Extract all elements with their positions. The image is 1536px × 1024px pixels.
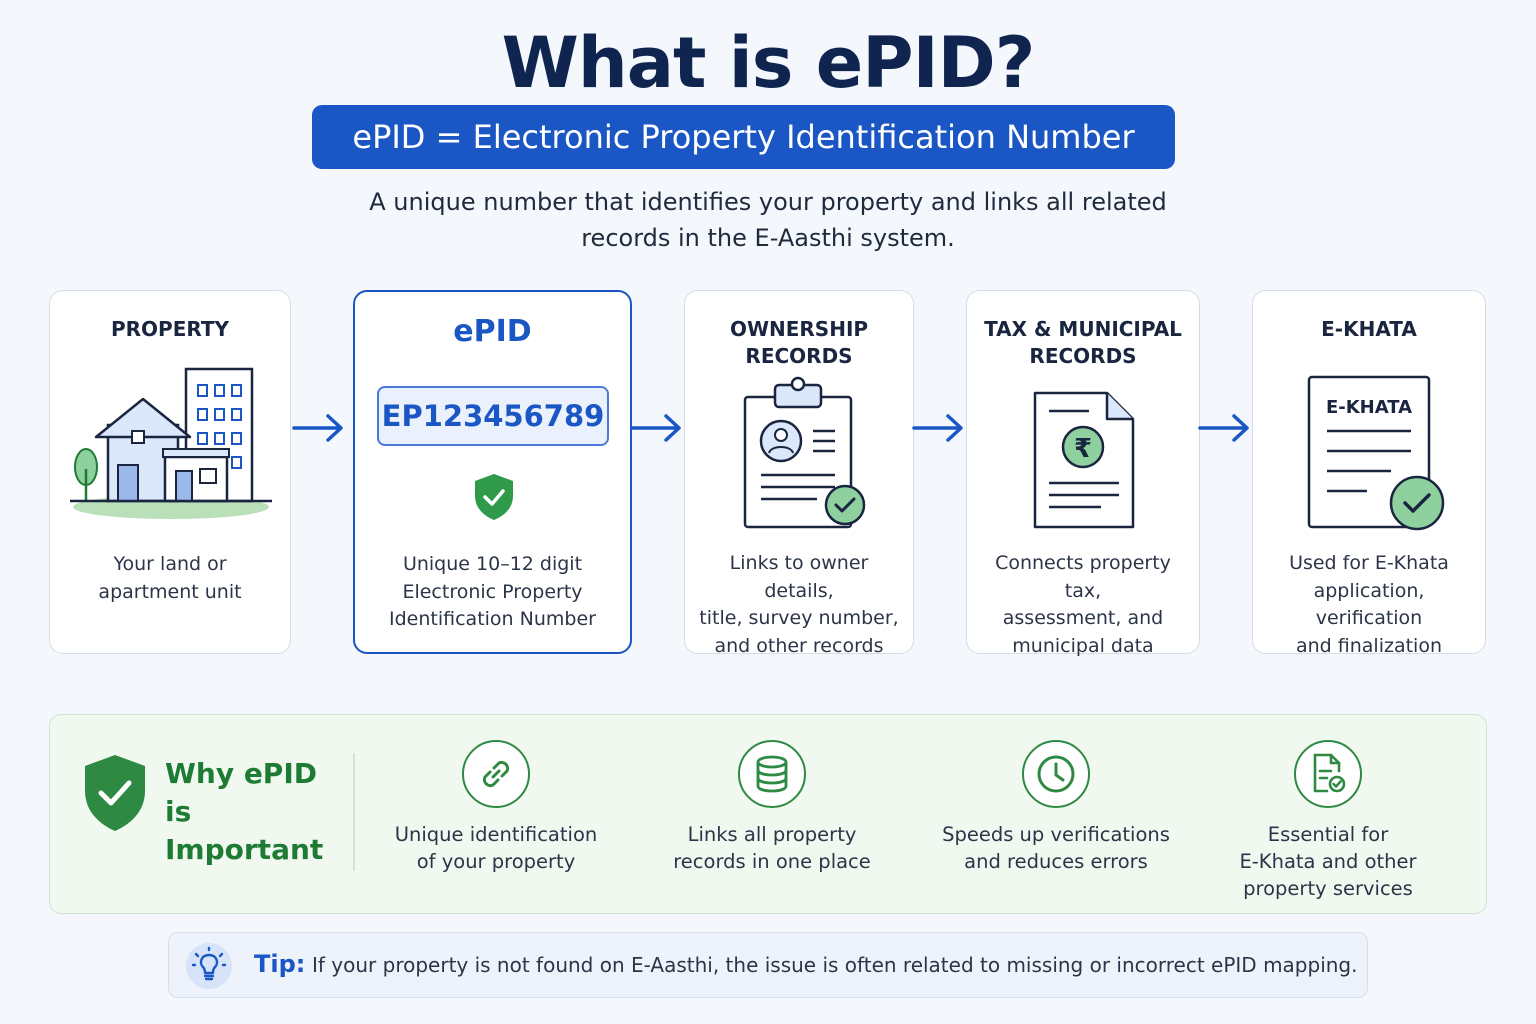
why-item-text: Essential for E-Khata and other property… xyxy=(1193,821,1463,902)
desc-line: and other records xyxy=(714,634,884,657)
card-description: Your land or apartment unit xyxy=(50,551,290,606)
shield-check-icon xyxy=(85,755,145,831)
page-title: What is ePID? xyxy=(501,22,1036,104)
text-line: records in one place xyxy=(673,850,871,873)
clipboard-user-icon xyxy=(743,376,866,529)
subtitle-line-2: records in the E-Aasthi system. xyxy=(581,224,955,252)
card-description: Connects property tax, assessment, and m… xyxy=(967,550,1199,660)
title-line: TAX & MUNICIPAL xyxy=(984,317,1182,341)
arrow-right-icon xyxy=(292,414,343,442)
why-title-line: is Important xyxy=(165,795,324,866)
card-description: Used for E-Khata application, verificati… xyxy=(1253,550,1485,660)
why-item-unique-identification: Unique identification of your property xyxy=(361,739,631,875)
desc-line: Connects property tax, xyxy=(995,552,1171,602)
desc-line: Links to owner details, xyxy=(729,552,869,602)
database-icon xyxy=(738,740,806,808)
card-title: PROPERTY xyxy=(110,317,229,341)
building-icon xyxy=(70,367,272,519)
divider xyxy=(353,753,355,871)
card-e-khata: E-KHATA E-KHATA Used for E-Khata applica… xyxy=(1252,290,1486,657)
why-item-text: Links all property records in one place xyxy=(637,821,907,875)
desc-line: Your land or xyxy=(113,553,227,575)
khata-document-icon: E-KHATA xyxy=(1307,375,1445,531)
arrow-right-icon xyxy=(912,414,963,442)
arrow-right-icon xyxy=(630,414,681,442)
document-check-icon xyxy=(1294,740,1362,808)
text-line: of your property xyxy=(416,850,576,873)
card-title: TAX & MUNICIPAL RECORDS xyxy=(967,316,1199,370)
desc-line: municipal data xyxy=(1012,634,1154,657)
shield-check-icon xyxy=(475,474,513,520)
card-description: Links to owner details, title, survey nu… xyxy=(685,550,913,660)
why-item-links-records: Links all property records in one place xyxy=(637,739,907,875)
why-item-essential-ekhata: Essential for E-Khata and other property… xyxy=(1193,739,1463,902)
subtitle-line-1: A unique number that identifies your pro… xyxy=(369,188,1167,216)
card-property: PROPERTY Your land or apartment unit xyxy=(49,290,291,654)
desc-line: Unique 10–12 digit xyxy=(402,553,583,575)
desc-line: Used for E-Khata xyxy=(1289,552,1449,574)
card-ownership-records: OWNERSHIP RECORDS Links to owner details… xyxy=(684,290,914,657)
desc-line: Identification Number xyxy=(389,608,596,630)
why-epid-panel: Why ePID is Important Unique identificat… xyxy=(49,714,1487,914)
desc-line: and finalization xyxy=(1295,634,1442,657)
doc-label: E-KHATA xyxy=(1326,397,1412,418)
rupee-symbol: ₹ xyxy=(1074,434,1092,464)
title-line: RECORDS xyxy=(1029,344,1137,368)
desc-line: Electronic Property xyxy=(402,580,583,603)
tip-box: Tip: If your property is not found on E-… xyxy=(168,932,1368,998)
text-line: E-Khata and other xyxy=(1239,850,1417,873)
why-title: Why ePID is Important xyxy=(165,755,345,869)
epid-number-box: EP123456789 xyxy=(377,386,609,446)
card-title: OWNERSHIP RECORDS xyxy=(685,316,913,370)
desc-line: title, survey number, xyxy=(699,607,899,629)
lightbulb-icon xyxy=(186,943,232,989)
card-title: E-KHATA xyxy=(1321,317,1417,341)
desc-line: assessment, and xyxy=(1002,607,1164,629)
definition-banner: ePID = Electronic Property Identificatio… xyxy=(312,105,1175,169)
desc-line: application, verification xyxy=(1313,579,1425,630)
tip-text: If your property is not found on E-Aasth… xyxy=(312,953,1358,977)
link-icon xyxy=(462,740,530,808)
card-title: ePID xyxy=(453,314,532,349)
title-line: OWNERSHIP xyxy=(729,317,869,341)
why-title-line: Why ePID xyxy=(165,757,317,790)
text-line: Essential for xyxy=(1267,823,1389,846)
text-line: property services xyxy=(1243,877,1413,900)
text-line: Unique identification xyxy=(394,823,598,846)
rupee-document-icon: ₹ xyxy=(1033,391,1135,529)
why-item-text: Speeds up verifications and reduces erro… xyxy=(921,821,1191,875)
card-epid: ePID EP123456789 Unique 10–12 digit Elec… xyxy=(353,290,632,654)
text-line: and reduces errors xyxy=(964,850,1148,873)
title-line: RECORDS xyxy=(745,344,853,368)
arrow-right-icon xyxy=(1198,414,1249,442)
tip-label: Tip: xyxy=(254,950,306,978)
page-subtitle: A unique number that identifies your pro… xyxy=(318,184,1218,256)
card-description: Unique 10–12 digit Electronic Property I… xyxy=(355,551,630,634)
text-line: Links all property xyxy=(687,823,857,846)
text-line: Speeds up verifications xyxy=(942,823,1170,846)
card-tax-municipal-records: TAX & MUNICIPAL RECORDS ₹ Connects prope… xyxy=(966,290,1200,657)
why-item-text: Unique identification of your property xyxy=(361,821,631,875)
clock-icon xyxy=(1022,740,1090,808)
why-item-speeds-verification: Speeds up verifications and reduces erro… xyxy=(921,739,1191,875)
desc-line: apartment unit xyxy=(98,580,242,603)
